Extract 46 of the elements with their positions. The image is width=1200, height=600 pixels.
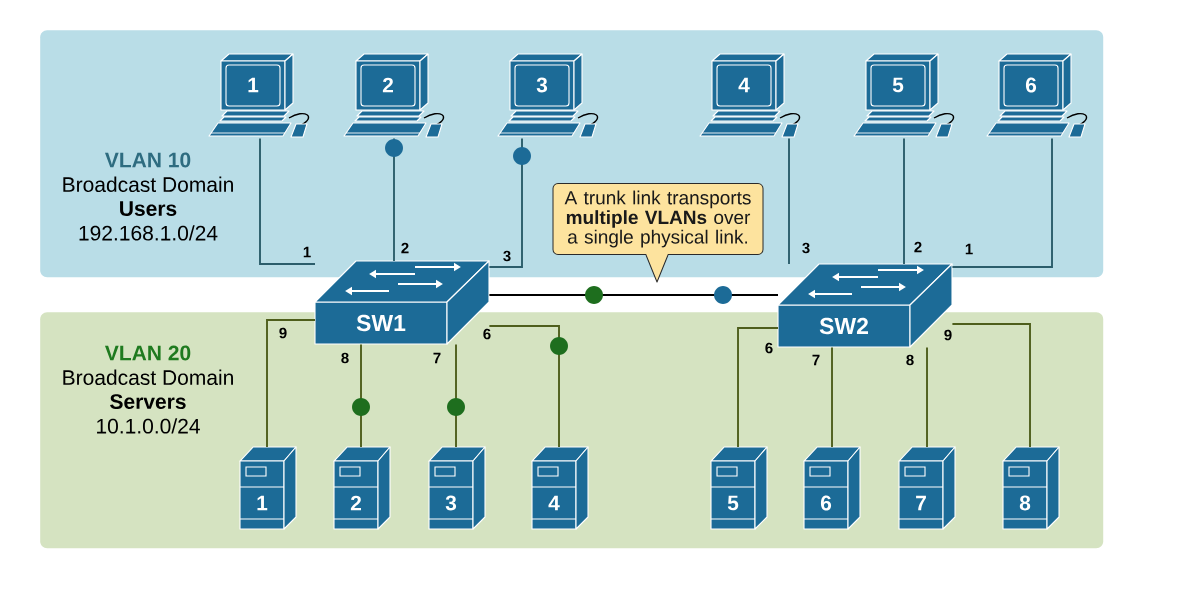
connection-line	[455, 343, 457, 448]
connection-line	[488, 294, 779, 296]
desktop-computer: 1	[208, 53, 310, 138]
server-tower: 4	[531, 446, 589, 530]
port-number: 1	[303, 246, 311, 258]
connection-line	[788, 137, 790, 265]
port-number: 3	[503, 250, 511, 262]
connection-line	[951, 137, 1053, 268]
server-tower: 6	[803, 446, 861, 530]
server-tower: 2	[333, 446, 391, 530]
connection-line	[951, 323, 1031, 448]
server-tower: 8	[1002, 446, 1060, 530]
connection-line	[831, 346, 833, 448]
connection-line	[259, 137, 316, 265]
desktop-computer: 2	[343, 53, 445, 138]
desktop-computer: 5	[853, 53, 955, 138]
desktop-computer: 6	[986, 53, 1088, 138]
connection-line	[360, 343, 362, 448]
port-number: 8	[341, 352, 349, 364]
port-number: 9	[944, 329, 952, 341]
port-number: 6	[765, 342, 773, 354]
desktop-computer: 4	[699, 53, 801, 138]
port-number: 3	[802, 242, 810, 254]
port-number: 2	[914, 241, 922, 253]
server-tower: 1	[239, 446, 297, 530]
node-label: SW2	[819, 317, 869, 335]
callout-bubble: A trunk link transports multiple VLANs over a single physical link.	[552, 183, 764, 283]
connection-line	[393, 137, 395, 262]
port-number: 7	[433, 352, 441, 364]
connection-line	[488, 137, 523, 268]
server-tower: 5	[710, 446, 768, 530]
port-number: 7	[812, 354, 820, 366]
connection-line	[488, 325, 560, 448]
port-number: 6	[483, 328, 491, 340]
server-tower: 3	[428, 446, 486, 530]
port-number: 9	[279, 327, 287, 339]
port-number: 2	[401, 242, 409, 254]
connection-line	[266, 319, 316, 448]
connection-line	[737, 327, 779, 448]
server-tower: 7	[898, 446, 956, 530]
connection-line	[903, 137, 905, 265]
desktop-computer: 3	[497, 53, 599, 138]
node-label: SW1	[356, 314, 406, 332]
port-number: 8	[906, 354, 914, 366]
connection-line	[926, 346, 928, 448]
port-number: 1	[965, 243, 973, 255]
